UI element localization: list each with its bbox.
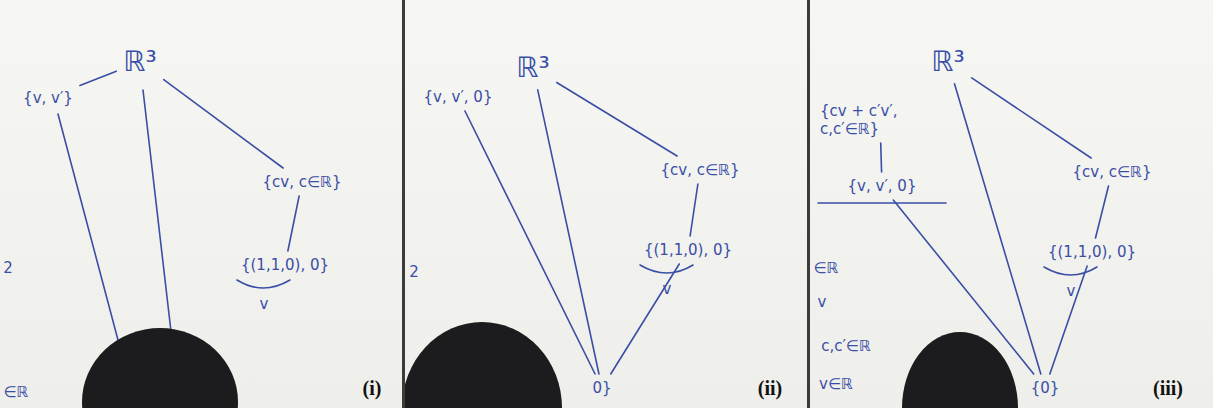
head-silhouette [902, 332, 1018, 408]
board-note: v [818, 294, 827, 311]
ink-connector [557, 82, 677, 156]
panel-tag: (ii) [758, 377, 782, 399]
subspace-node: {(1,1,0), 0} [237, 254, 333, 276]
ink-connector [1095, 186, 1108, 238]
head-silhouette [82, 328, 238, 408]
subspace-node: {0} [1027, 377, 1064, 399]
set-text: {cv, c∈ℝ} [661, 161, 740, 179]
panel-tag: (i) [363, 377, 382, 399]
ink-connector [972, 78, 1091, 158]
subspace-node: ℝ³ [927, 43, 968, 81]
set-text: ℝ³ [516, 51, 549, 85]
board-note: v [663, 281, 672, 298]
subspace-node: {(1,1,0), 0} [640, 239, 736, 261]
panel-tag: (iii) [1153, 377, 1183, 399]
subspace-node: {cv, c∈ℝ} [259, 171, 346, 193]
set-text: {cv, c∈ℝ} [1073, 163, 1152, 181]
set-text: {(1,1,0), 0} [241, 256, 329, 274]
set-text: {v, v′} [23, 89, 73, 107]
subspace-node: {v, v′, 0} [844, 175, 921, 197]
board-note: 2 [409, 264, 419, 281]
set-text: {0} [1031, 379, 1060, 397]
ink-underline [818, 202, 946, 204]
set-text: {cv + c′v′, c,c′∈ℝ} [820, 102, 940, 138]
ink-connector [538, 90, 599, 374]
ink-connector [880, 143, 882, 172]
set-text: {cv, c∈ℝ} [263, 173, 342, 191]
board-note: ∈ℝ [4, 384, 29, 401]
set-text: ℝ³ [931, 45, 964, 79]
set-text: {(1,1,0), 0} [1048, 243, 1136, 261]
ink-arc [640, 265, 693, 273]
subspace-node: {(1,1,0), 0} [1044, 241, 1140, 263]
subspace-node: ℝ³ [512, 49, 553, 87]
subspace-node: {v, v′} [19, 87, 77, 109]
board-note: v [1067, 283, 1076, 300]
panel-divider [402, 0, 405, 408]
ink-stroke [58, 114, 118, 340]
ink-arc [237, 280, 290, 288]
board-note: ∈ℝ [814, 260, 839, 277]
subspace-node: {cv, c∈ℝ} [657, 159, 744, 181]
ink-stroke [143, 90, 172, 340]
set-text: {v, v′, 0} [848, 177, 917, 195]
board-note: v [260, 296, 269, 313]
subspace-node: {cv, c∈ℝ} [1069, 161, 1156, 183]
ink-connector [288, 196, 299, 251]
ink-connector [611, 264, 680, 374]
subspace-node: {cv + c′v′, c,c′∈ℝ} [816, 100, 944, 140]
panel-divider [807, 0, 810, 408]
ink-connector [80, 71, 116, 85]
set-text: {v, v′, 0} [424, 88, 493, 106]
board-note: v∈ℝ [819, 376, 853, 393]
board-note: 2 [3, 260, 13, 277]
subspace-node: 0} [588, 377, 615, 399]
board-note: c,c′∈ℝ [821, 338, 871, 355]
set-text: 0} [592, 379, 611, 397]
ink-connector [1050, 266, 1087, 374]
set-text: {(1,1,0), 0} [644, 241, 732, 259]
ink-connector [164, 80, 283, 168]
set-text: ℝ³ [123, 45, 156, 79]
head-silhouette [402, 322, 562, 408]
ink-arc [1044, 267, 1097, 275]
ink-connector [690, 184, 698, 236]
subspace-node: ℝ³ [119, 43, 160, 81]
subspace-node: {v, v′, 0} [420, 86, 497, 108]
